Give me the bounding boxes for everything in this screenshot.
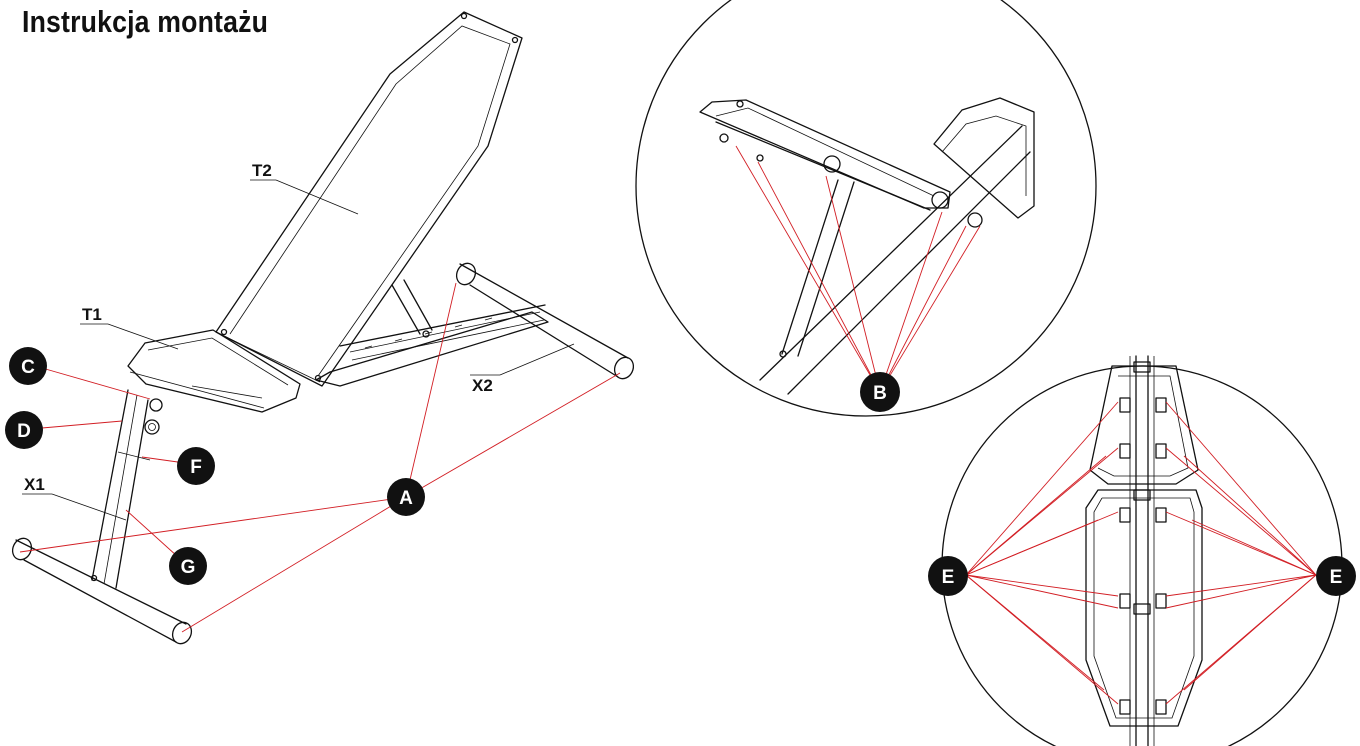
- callout-f: F: [177, 447, 215, 485]
- detail-view-e: [941, 355, 1343, 746]
- front-post: [90, 389, 163, 589]
- callout-b: B: [860, 372, 900, 412]
- backrest-pad: [215, 11, 523, 387]
- part-label-t2: T2: [252, 161, 272, 180]
- part-label-x2: X2: [472, 376, 493, 395]
- part-label-t1: T1: [82, 305, 102, 324]
- callout-a-label: A: [399, 488, 413, 509]
- callout-e-right: E: [1316, 556, 1356, 596]
- callout-f-label: F: [190, 457, 202, 478]
- callout-leaders-main: [19, 282, 621, 633]
- callout-e-right-label: E: [1330, 567, 1343, 588]
- part-leaders: [22, 179, 575, 521]
- callout-e-left: E: [928, 556, 968, 596]
- front-base-tube: [11, 537, 193, 645]
- callout-b-label: B: [873, 383, 887, 404]
- detail-view-b: [635, 0, 1097, 417]
- callout-e-left-label: E: [942, 567, 955, 588]
- callout-d: D: [5, 411, 43, 449]
- callout-g-label: G: [181, 557, 196, 578]
- callout-c: C: [9, 347, 47, 385]
- bench-drawing: T2 T1 X2 X1: [11, 11, 635, 645]
- callout-leaders-e: [965, 401, 1317, 705]
- callout-g: G: [169, 547, 207, 585]
- callout-d-label: D: [17, 421, 31, 442]
- callout-leaders-b: [735, 145, 981, 393]
- callout-c-label: C: [21, 357, 35, 378]
- callout-a: A: [387, 478, 425, 516]
- part-label-x1: X1: [24, 475, 45, 494]
- page-title: Instrukcja montażu: [22, 4, 269, 39]
- rear-base-tube: [455, 262, 635, 380]
- backrest-strut: [391, 279, 433, 338]
